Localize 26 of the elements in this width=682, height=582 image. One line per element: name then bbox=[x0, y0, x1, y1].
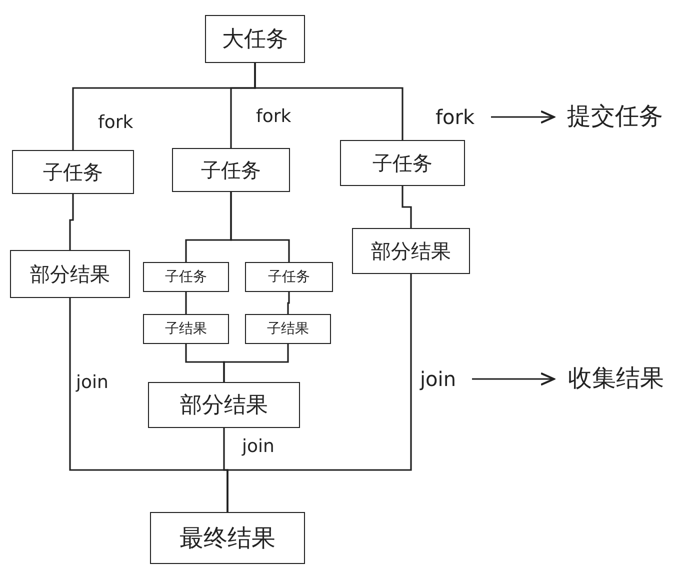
task-box: 子任务 bbox=[340, 140, 465, 186]
text-label: join bbox=[410, 362, 466, 396]
connector-line bbox=[287, 292, 290, 314]
arrow bbox=[472, 372, 555, 386]
text-label: 收集结果 bbox=[560, 358, 672, 398]
task-box: 子任务 bbox=[245, 262, 333, 292]
connector-line bbox=[230, 192, 290, 262]
connector-line bbox=[223, 344, 289, 382]
task-box: 部分结果 bbox=[10, 250, 130, 298]
task-box: 子结果 bbox=[245, 314, 331, 344]
task-box: 部分结果 bbox=[352, 228, 470, 274]
text-label: 提交任务 bbox=[560, 96, 670, 136]
connector-line bbox=[402, 186, 412, 228]
arrow bbox=[491, 110, 555, 124]
task-box: 子任务 bbox=[143, 262, 229, 292]
connector-line bbox=[69, 194, 74, 250]
task-box: 子任务 bbox=[12, 150, 134, 194]
task-box: 子结果 bbox=[143, 314, 229, 344]
connector-line bbox=[254, 63, 404, 140]
task-box: 子任务 bbox=[172, 148, 290, 192]
task-box: 大任务 bbox=[205, 15, 305, 63]
connector-line bbox=[185, 292, 187, 314]
text-label: fork bbox=[425, 100, 485, 134]
task-box: 部分结果 bbox=[148, 382, 300, 428]
task-box: 最终结果 bbox=[150, 512, 305, 564]
connector-line bbox=[226, 274, 412, 512]
